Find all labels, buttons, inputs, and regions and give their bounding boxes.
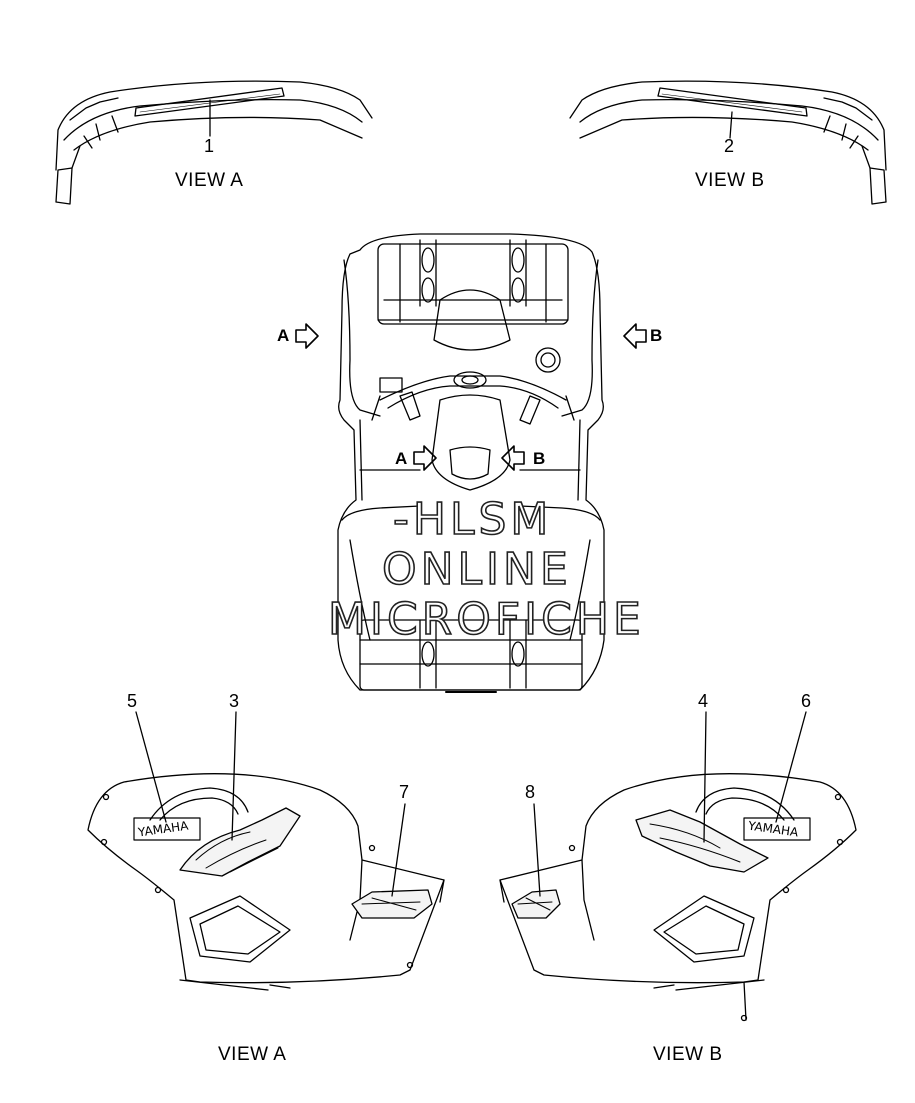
callout-7: 7 [399,782,410,802]
arrow-label-a-inner: A [395,449,408,468]
callout-5: 5 [127,691,138,711]
front-fender-left [55,80,373,205]
arrow-label-b-outer: B [650,326,663,345]
rear-fender-left [87,773,445,991]
view-label-bottom-left: VIEW A [218,1044,287,1065]
callout-1: 1 [204,136,215,156]
watermark-line-2: ONLINE [381,543,572,596]
arrow-label-b-inner: B [533,449,546,468]
rear-fender-right [499,773,857,1022]
callout-3: 3 [229,691,240,711]
view-arrow-icon [295,323,647,471]
arrow-label-a-outer: A [277,326,290,345]
front-fender-right [569,80,887,205]
callout-4: 4 [698,691,709,711]
callout-8: 8 [525,782,536,802]
watermark-line-3: MICROFICHE [327,593,645,646]
view-label-top-left: VIEW A [175,170,244,191]
callout-6: 6 [801,691,812,711]
callout-2: 2 [724,136,735,156]
watermark-line-1: -HLSM [392,493,553,546]
view-label-bottom-right: VIEW B [653,1044,723,1065]
view-label-top-right: VIEW B [695,170,765,191]
atv-top-view [337,233,605,693]
